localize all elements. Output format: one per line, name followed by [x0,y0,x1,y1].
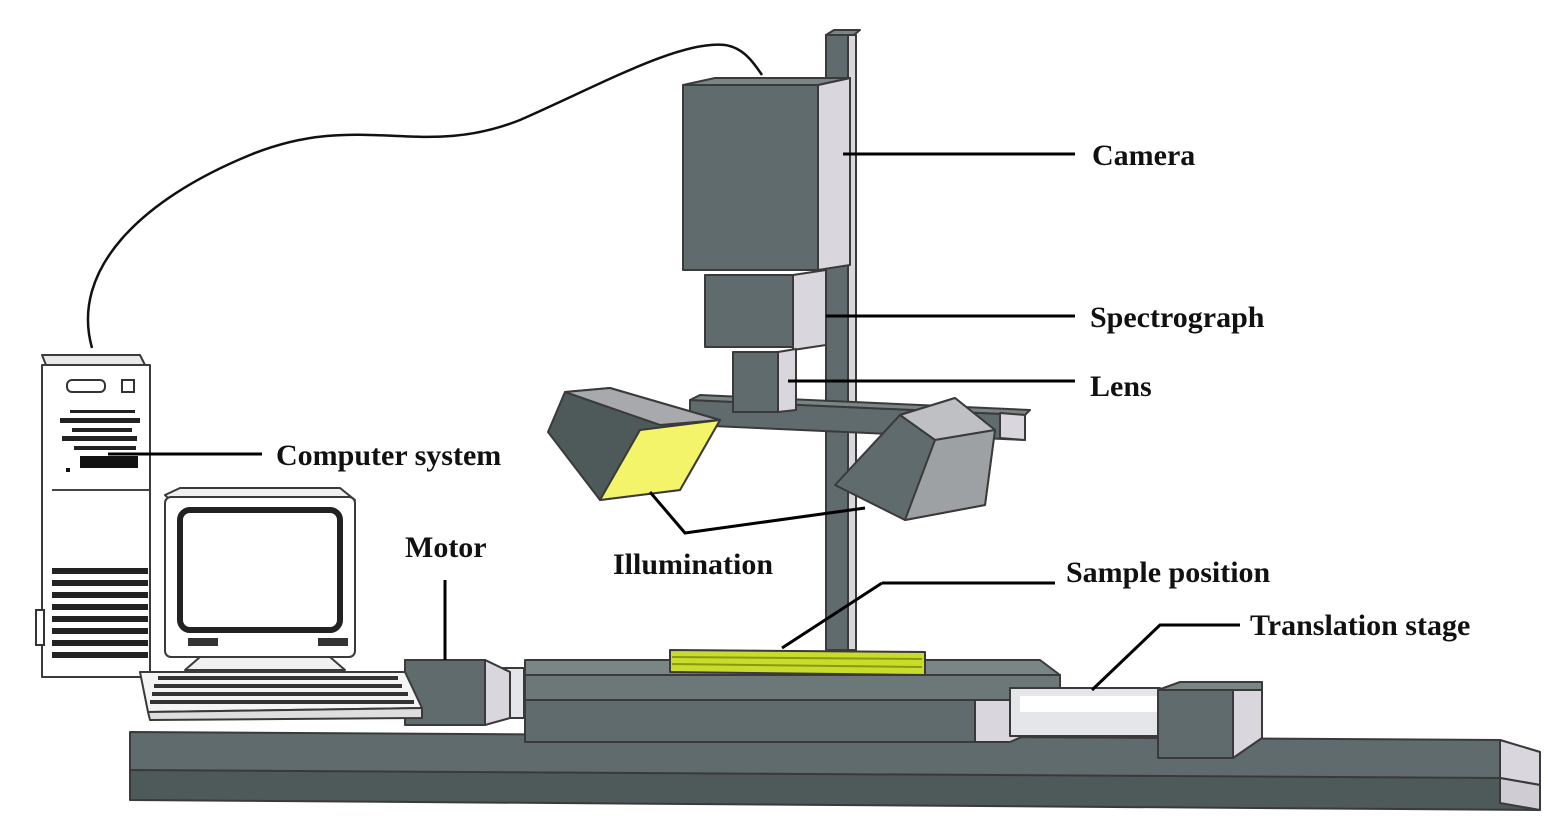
illumination-leader [648,491,866,535]
computer-system-label: Computer system [276,439,501,472]
sample [669,649,926,676]
end-block [1157,681,1263,759]
computer-monitor [164,487,356,671]
leader-lines [108,152,1240,692]
camera-label: Camera [1092,139,1195,172]
computer-keyboard [139,671,423,721]
lens-label: Lens [1090,370,1152,403]
motor-label: Motor [405,531,487,564]
base-platform [129,731,1541,811]
cable [86,43,764,349]
translation-stage-label: Translation stage [1250,609,1470,642]
camera-body [682,77,851,271]
spectrograph-label: Spectrograph [1090,301,1265,334]
lens-body [732,348,797,413]
computer-tower [35,354,151,678]
rail-right [1009,687,1161,737]
spectrograph-body [704,269,827,351]
illumination-label: Illumination [613,548,773,581]
lamp-left [547,387,721,501]
translation-stage-leader [1090,623,1240,692]
lamp-right [834,397,996,521]
sample-position-leader [781,581,883,650]
sample-position-label: Sample position [1066,556,1271,589]
